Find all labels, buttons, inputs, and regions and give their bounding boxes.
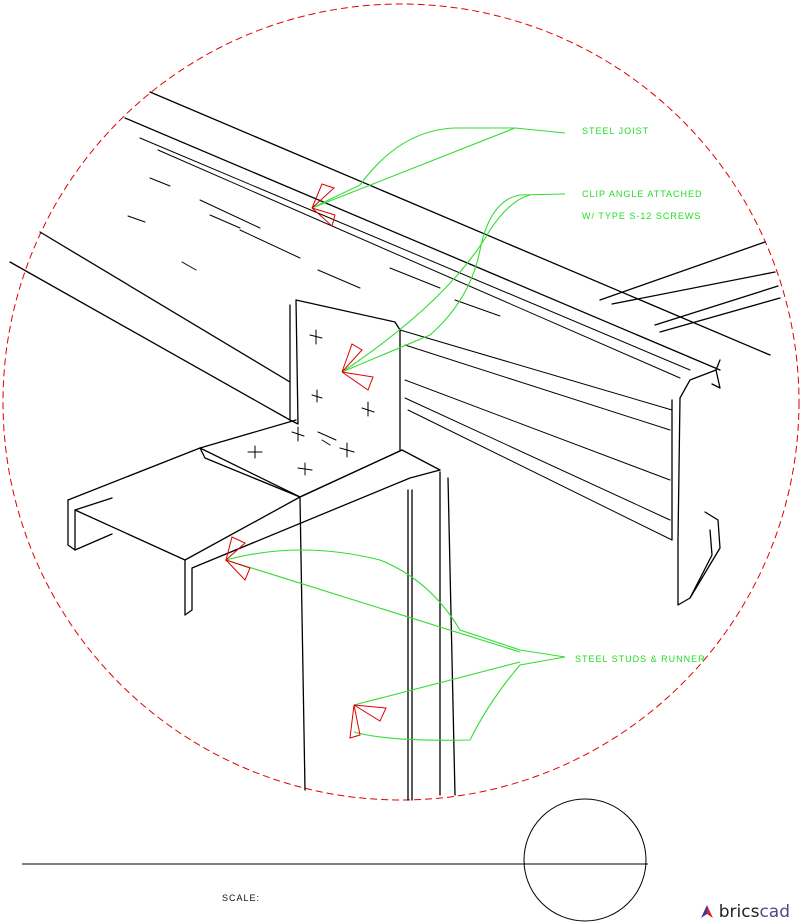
- clip-angle-linework: [199, 299, 403, 498]
- scale-label: SCALE:: [222, 893, 260, 903]
- brand-name-part1: brics: [718, 902, 760, 922]
- brand-name-part2: cad: [759, 902, 790, 922]
- steel-joist-leader: [311, 127, 566, 227]
- steel-studs-leader-2: [349, 656, 566, 741]
- steel-joist-linework: [124, 91, 771, 606]
- detail-number-bubble: [523, 798, 647, 922]
- left-beam-linework: [9, 231, 291, 421]
- clip-angle-label-line1: CLIP ANGLE ATTACHED: [582, 189, 703, 199]
- steel-studs-leader-1: [225, 536, 566, 658]
- steel-joist-label: STEEL JOIST: [582, 126, 649, 136]
- steel-studs-linework: [299, 471, 456, 801]
- bricscad-logo-icon: [700, 905, 713, 918]
- title-block: SCALE:: [22, 798, 648, 922]
- cross-member-linework: [599, 241, 781, 333]
- detail-boundary-circle: [2, 3, 800, 801]
- clip-angle-leader: [341, 193, 566, 391]
- steel-studs-label: STEEL STUDS & RUNNER: [575, 654, 706, 664]
- clip-angle-label-line2: W/ TYPE S-12 SCREWS: [582, 211, 701, 221]
- runner-linework: [67, 447, 441, 616]
